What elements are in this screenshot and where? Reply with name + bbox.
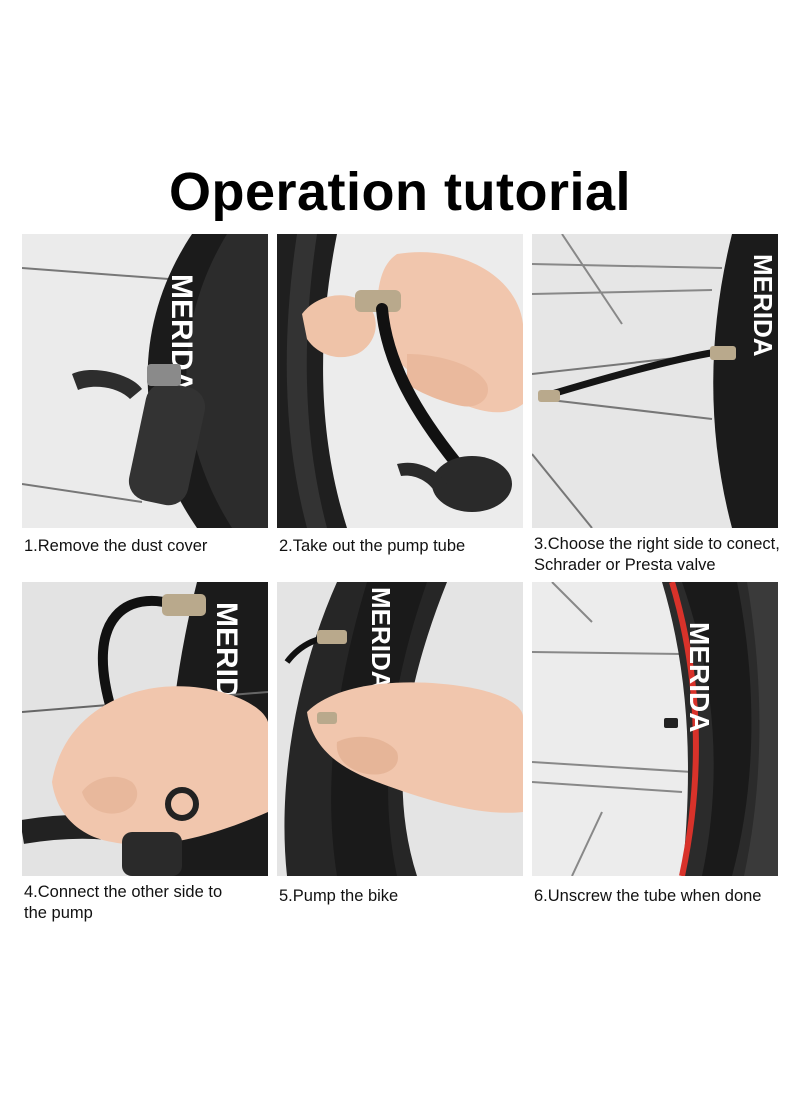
step-3-photo: MERIDA bbox=[532, 234, 778, 528]
step-6-caption: 6.Unscrew the tube when done bbox=[534, 887, 762, 905]
wheel-done-illustration: MERIDA bbox=[532, 582, 778, 876]
step-4-photo: MERIDA bbox=[22, 582, 268, 876]
page-title: Operation tutorial bbox=[168, 162, 631, 222]
step-3-caption: 3.Choose the right side to conect, Schra… bbox=[534, 535, 780, 574]
step-4-caption: 4.Connect the other side to the pump bbox=[24, 883, 223, 922]
step-1-caption: 1.Remove the dust cover bbox=[24, 537, 208, 555]
step-2-photo bbox=[277, 234, 523, 528]
rim-text-5: MERIDA bbox=[366, 587, 396, 690]
rim-text-3: MERIDA bbox=[748, 254, 778, 357]
step-5-caption: 5.Pump the bike bbox=[279, 887, 399, 905]
step-6-photo: MERIDA bbox=[532, 582, 778, 876]
hand-connect-illustration: MERIDA bbox=[22, 582, 268, 876]
step-2-caption: 2.Take out the pump tube bbox=[279, 537, 466, 555]
pump-bike-illustration: MERIDA bbox=[277, 582, 523, 876]
hand-tube-illustration bbox=[277, 234, 523, 528]
step-1-photo: MERIDA bbox=[22, 234, 268, 528]
rim-text-6: MERIDA bbox=[684, 622, 715, 732]
step-5-photo: MERIDA bbox=[277, 582, 523, 876]
wheel-pump-illustration: MERIDA bbox=[22, 234, 268, 528]
wheel-valve-illustration: MERIDA bbox=[532, 234, 778, 528]
